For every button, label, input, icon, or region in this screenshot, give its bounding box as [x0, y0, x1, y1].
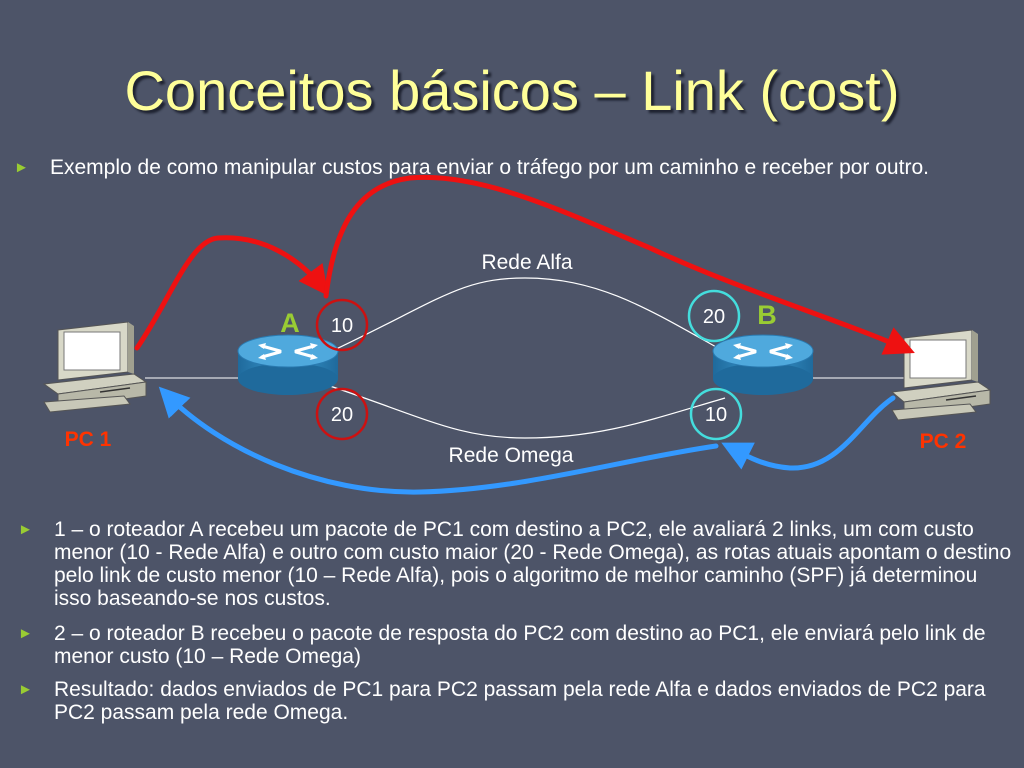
cost-a-alfa: 10	[331, 315, 353, 337]
router-a-label: A	[280, 308, 300, 338]
cost-a-omega: 20	[331, 404, 353, 426]
pc2-label: PC 2	[920, 430, 967, 453]
cost-circle-a-alfa	[315, 298, 369, 352]
bullet-marker-icon: ►	[18, 681, 33, 698]
router-b-label: B	[757, 300, 777, 330]
rede-omega-label: Rede Omega	[449, 444, 574, 467]
cost-circle-b-alfa	[687, 289, 741, 343]
bullet-marker-icon: ►	[14, 159, 29, 176]
bullet-item-2: ► 2 – o roteador B recebeu o pacote de r…	[18, 622, 1012, 668]
forward-arrow-a-to-pc2	[323, 174, 915, 355]
cost-circle-a-omega	[315, 387, 369, 441]
bullet-marker-icon: ►	[18, 521, 33, 538]
bullet-text-2: 2 – o roteador B recebeu o pacote de res…	[54, 622, 986, 668]
router-b-icon	[712, 334, 814, 395]
rede-alfa-label: Rede Alfa	[481, 251, 572, 274]
return-arrow-b-to-pc1	[158, 386, 719, 495]
intro-text: Exemplo de como manipular custos para en…	[50, 156, 929, 179]
rede-omega-link	[329, 385, 726, 439]
return-arrow-pc2-to-b	[721, 395, 896, 471]
cost-circle-b-omega	[689, 387, 743, 441]
rede-alfa-link	[329, 277, 726, 353]
bullet-item-1: ► 1 – o roteador A recebeu um pacote de …	[18, 518, 1012, 610]
intro-bullet: ► Exemplo de como manipular custos para …	[14, 156, 1004, 179]
pc1-label: PC 1	[65, 428, 112, 451]
bullet-text-3: Resultado: dados enviados de PC1 para PC…	[54, 678, 986, 724]
cost-b-omega: 10	[705, 404, 727, 426]
bullet-text-1: 1 – o roteador A recebeu um pacote de PC…	[54, 518, 1012, 610]
slide-title: Conceitos básicos – Link (cost)	[124, 59, 900, 122]
cost-b-alfa: 20	[703, 306, 725, 328]
bullet-marker-icon: ►	[18, 625, 33, 642]
router-a-icon	[237, 334, 339, 395]
pc2-computer-icon	[890, 329, 992, 421]
pc1-computer-icon	[42, 321, 148, 413]
forward-arrow-pc1-to-a	[134, 235, 329, 351]
bullet-item-3: ► Resultado: dados enviados de PC1 para …	[18, 678, 1012, 724]
